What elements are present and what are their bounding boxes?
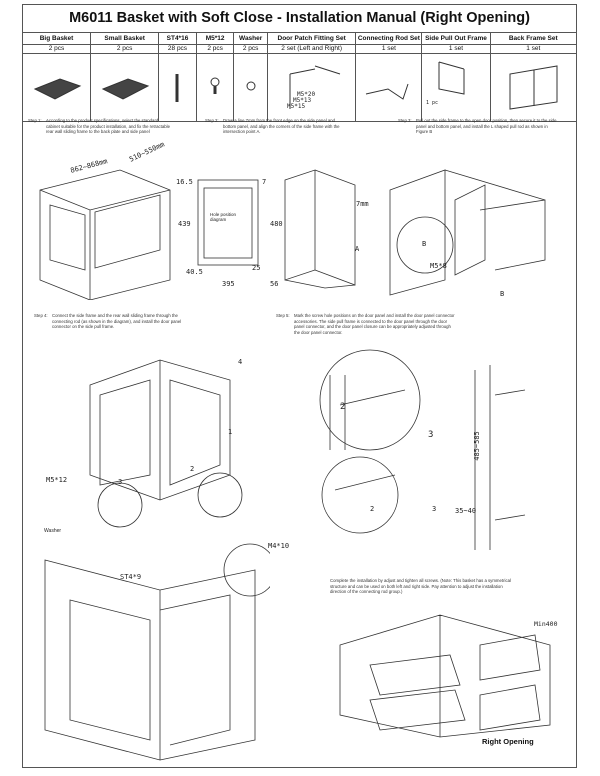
page-border bbox=[22, 4, 577, 768]
figure-b-label: B bbox=[422, 240, 427, 248]
right-opening-caption: Right Opening bbox=[482, 737, 534, 746]
part-image bbox=[158, 53, 197, 122]
part-name: Door Patch Fitting Set bbox=[266, 32, 357, 45]
part-drawing-icon bbox=[438, 61, 465, 95]
part-name: Connecting Rod Set bbox=[355, 32, 423, 45]
part-qty: 2 set (Left and Right) bbox=[266, 44, 357, 54]
final-assembly-diagram bbox=[339, 614, 551, 738]
step-1-text: Step 1:According to the product specific… bbox=[28, 118, 170, 135]
part-name: M5*12 bbox=[195, 32, 235, 45]
part-name: Washer bbox=[233, 32, 268, 45]
page-title: M6011 Basket with Soft Close - Installat… bbox=[22, 4, 577, 33]
part-name: ST4*16 bbox=[158, 32, 197, 45]
part-drawing-icon bbox=[365, 83, 409, 100]
dim-40-5: 40.5 bbox=[186, 268, 203, 276]
extra-part-qty: 1 pc bbox=[426, 100, 439, 106]
screw-m4x10: M4*10 bbox=[268, 542, 290, 550]
dim-480: 480 bbox=[270, 220, 283, 228]
part-qty: 1 set bbox=[421, 44, 491, 54]
screw-size-label: M5*13 bbox=[293, 97, 312, 104]
callout-3b: 3 bbox=[428, 430, 434, 440]
part-image bbox=[489, 53, 578, 122]
min-400-label: Min400 bbox=[534, 620, 558, 628]
part-drawing-icon bbox=[509, 65, 558, 110]
part-qty: 1 set bbox=[355, 44, 423, 54]
screw-size-label: M5*15 bbox=[287, 103, 306, 110]
step-2-hole-diagram bbox=[197, 179, 259, 266]
part-qty: 2 pcs bbox=[21, 44, 92, 54]
part-image bbox=[90, 53, 160, 122]
part-image bbox=[233, 53, 268, 122]
part-drawing-icon bbox=[246, 81, 256, 91]
part-name: Small Basket bbox=[90, 32, 160, 45]
part-name: Big Basket bbox=[21, 32, 92, 45]
point-a: A bbox=[355, 245, 360, 253]
step-4-diagram bbox=[89, 359, 243, 528]
part-qty: 1 set bbox=[489, 44, 578, 54]
part-qty: 28 pcs bbox=[158, 44, 197, 54]
callout-2: 2 bbox=[190, 465, 195, 473]
part-image bbox=[195, 53, 235, 122]
dim-485-585: 485~585 bbox=[472, 431, 481, 461]
part-image bbox=[421, 53, 491, 122]
figure-b-label-2: B bbox=[500, 290, 505, 298]
step-4-text: Step 4:Connect the side frame and the re… bbox=[34, 313, 182, 330]
part-image bbox=[355, 53, 423, 122]
part-name: Side Pull Out Frame bbox=[421, 32, 491, 45]
step-6-mounting-diagram bbox=[44, 543, 270, 761]
dim-439: 439 bbox=[178, 220, 191, 228]
callout-3: 3 bbox=[118, 478, 123, 486]
screw-size-label: M5*20 bbox=[297, 91, 316, 98]
part-drawing-icon bbox=[175, 74, 179, 102]
step-3-text: Step 3:Pull out the side frame to the op… bbox=[398, 118, 557, 135]
callout-4: 4 bbox=[238, 358, 243, 366]
part-image bbox=[21, 53, 92, 122]
dim-56: 56 bbox=[270, 280, 279, 288]
dim-16-5: 16.5 bbox=[176, 178, 193, 186]
final-step-text: Complete the installation by adjust and … bbox=[330, 578, 511, 595]
step-2-frame-diagram bbox=[284, 169, 356, 289]
step-1-cabinet-diagram bbox=[39, 169, 171, 300]
dim-35-40: 35~40 bbox=[455, 507, 477, 515]
screw-st4x9: ST4*9 bbox=[120, 573, 142, 581]
step-5-dimension-diagram bbox=[474, 365, 526, 550]
callout-2b: 2 bbox=[340, 402, 346, 412]
screw-m5x12: M5*12 bbox=[46, 476, 68, 484]
part-drawing-icon bbox=[33, 78, 81, 100]
part-qty: 2 pcs bbox=[90, 44, 160, 54]
step-3-diagram bbox=[389, 169, 546, 296]
part-name: Back Frame Set bbox=[489, 32, 578, 45]
part-image bbox=[266, 53, 357, 122]
hole-position-label: Hole position diagram bbox=[210, 212, 237, 222]
step-5-door-diagram bbox=[319, 349, 421, 534]
washer-label: Washer bbox=[44, 528, 62, 534]
callout-1: 1 bbox=[228, 428, 233, 436]
part-drawing-icon bbox=[210, 77, 220, 94]
part-drawing-icon bbox=[289, 65, 340, 109]
callout-3c: 3 bbox=[432, 505, 437, 513]
part-qty: 2 pcs bbox=[195, 44, 235, 54]
step-2-text: Step 2:Draw a line 7mm from the front ed… bbox=[205, 118, 340, 135]
dim-7: 7 bbox=[262, 178, 267, 186]
part-qty: 2 pcs bbox=[233, 44, 268, 54]
dim-25: 25 bbox=[252, 264, 261, 272]
part-drawing-icon bbox=[101, 78, 149, 100]
dim-7mm: 7mm bbox=[356, 200, 369, 208]
dim-395: 395 bbox=[222, 280, 235, 288]
screw-m5x8: M5*8 bbox=[430, 262, 447, 270]
step-5-text: Step 5:Mark the screw hole positions on … bbox=[276, 313, 455, 335]
callout-2c: 2 bbox=[370, 505, 375, 513]
